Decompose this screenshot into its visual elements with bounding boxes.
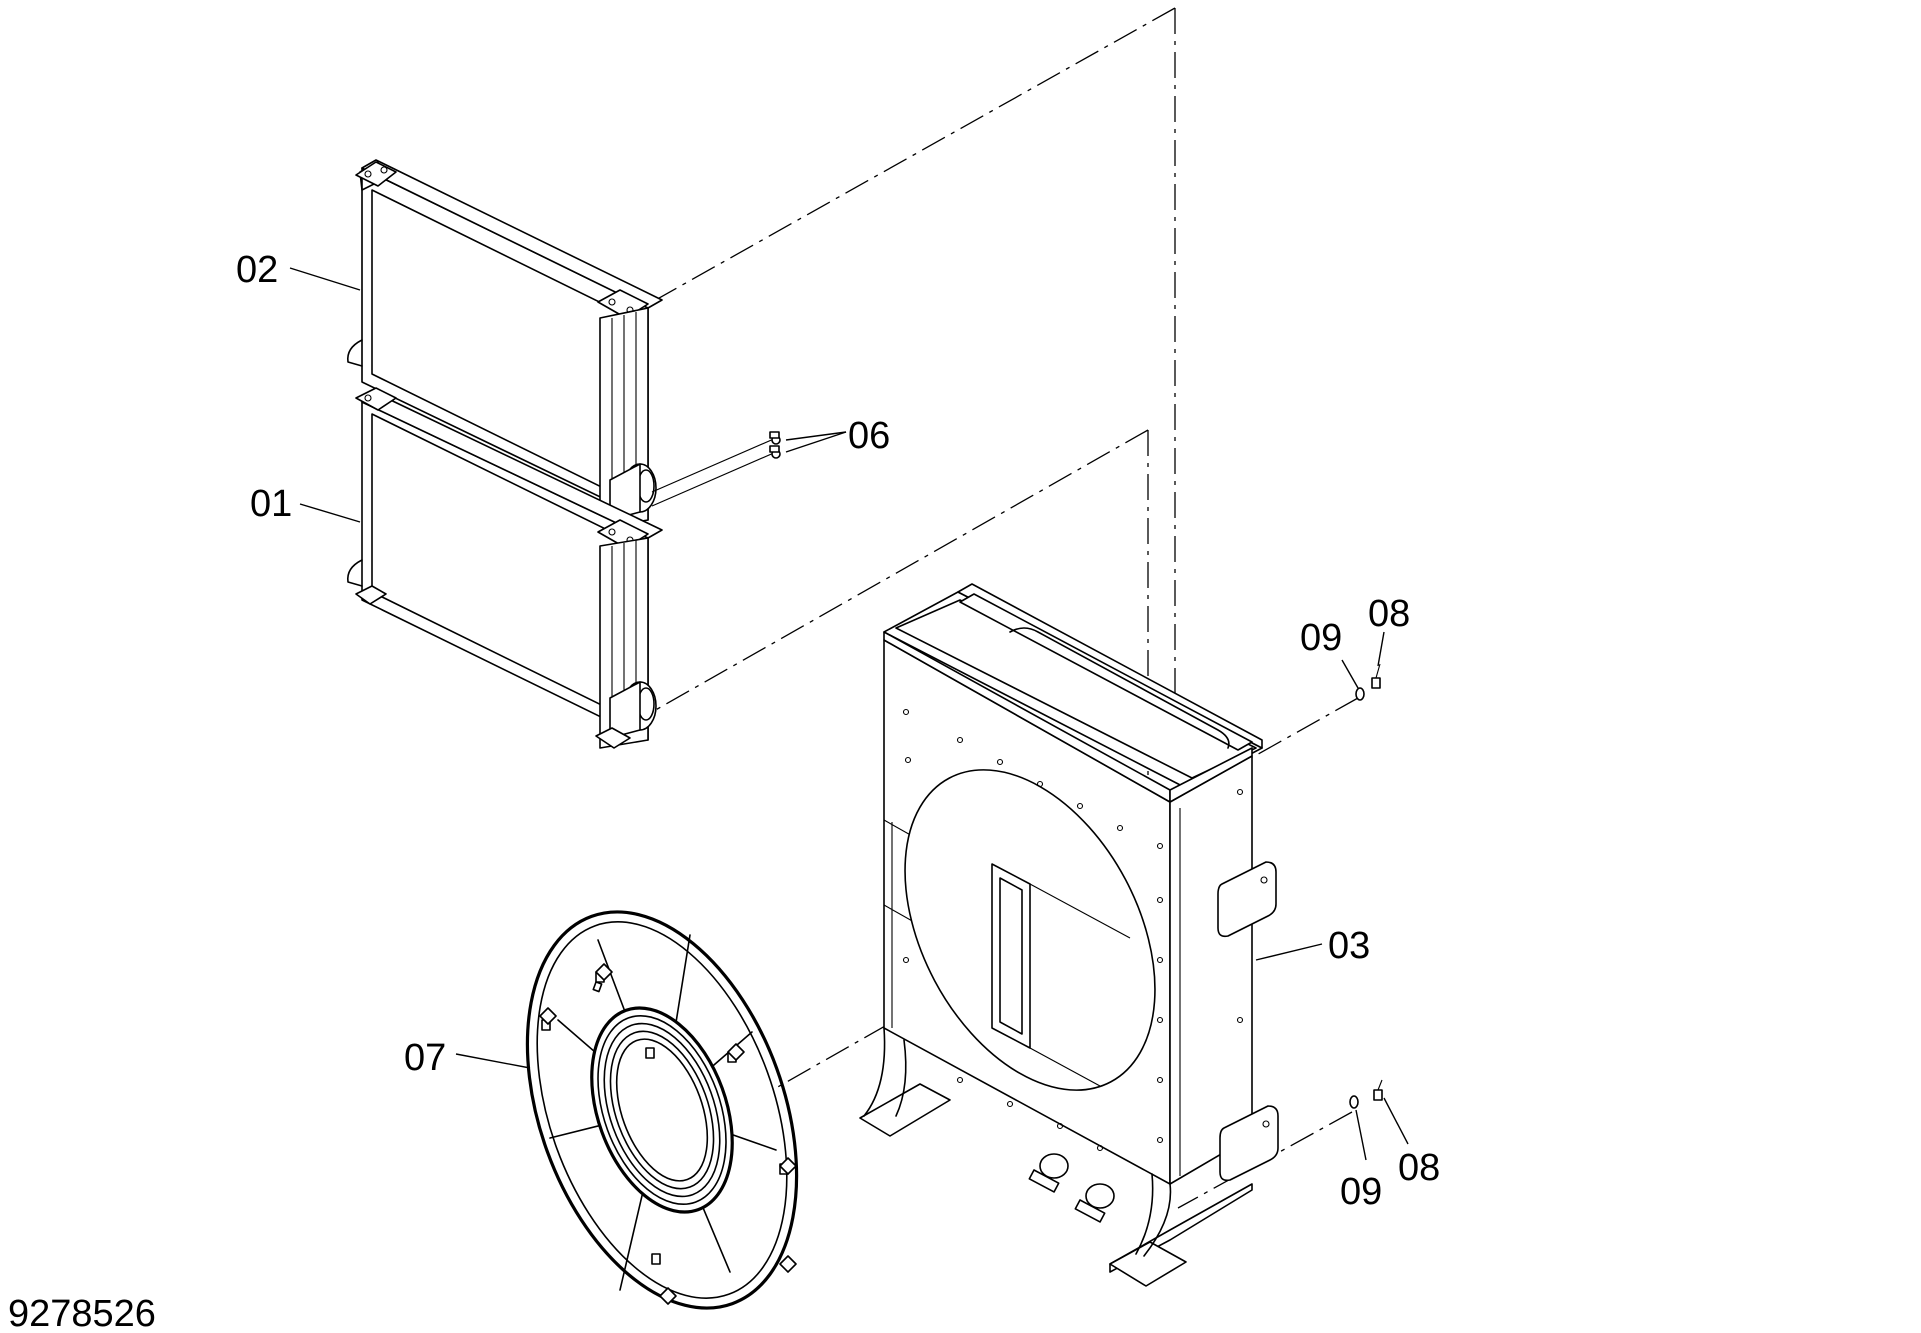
cooler-core-lower <box>346 387 663 749</box>
callout-08-top: 08 <box>1368 593 1410 635</box>
callout-09-top: 09 <box>1300 617 1342 659</box>
leader-lines <box>289 267 1409 1161</box>
callout-03: 03 <box>1328 925 1370 967</box>
callout-07: 07 <box>404 1037 446 1079</box>
callout-02: 02 <box>236 249 278 291</box>
fan-guard <box>525 910 799 1310</box>
bolts-06 <box>651 431 781 507</box>
callout-09-bottom: 09 <box>1340 1171 1382 1213</box>
callout-08-bottom: 08 <box>1398 1147 1440 1189</box>
fasteners-08-09 <box>1349 663 1383 1109</box>
callout-labels: 02 01 06 03 07 08 09 08 09 9278526 <box>8 249 1440 1333</box>
drawing-number: 9278526 <box>8 1293 156 1333</box>
cooler-core-upper <box>346 159 663 529</box>
radiator-frame <box>859 583 1279 1287</box>
frame-bolt-holes <box>902 708 1244 1152</box>
callout-06: 06 <box>848 415 890 457</box>
callout-01: 01 <box>250 483 292 525</box>
